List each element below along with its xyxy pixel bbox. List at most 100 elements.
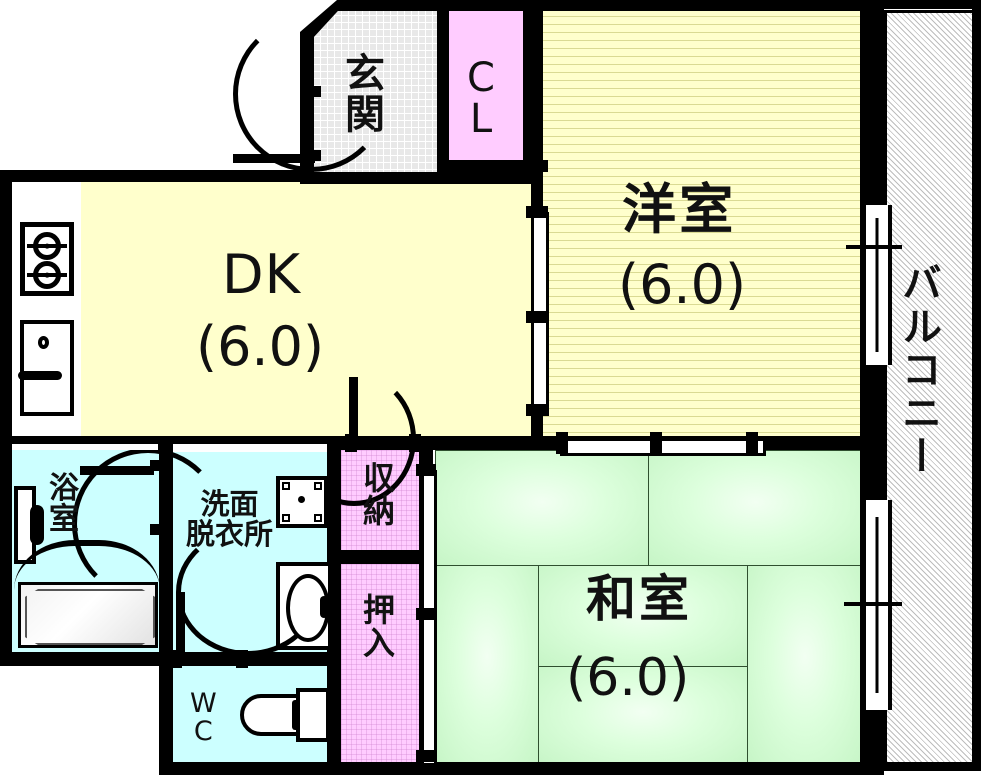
- balcony-door-upper[interactable]: [862, 205, 892, 365]
- wall-bath-bottom: [0, 652, 180, 666]
- wall-balcony-bottom: [868, 762, 981, 771]
- washer-corner: [314, 514, 322, 522]
- fusuma-yoshitsu-washitsu[interactable]: [560, 438, 766, 456]
- fusuma-jamb: [526, 160, 548, 172]
- label-wc: W C: [190, 690, 217, 745]
- tatami-mat: [538, 666, 748, 768]
- label-cl-line2: L: [469, 95, 493, 142]
- wall-balcony-top: [868, 0, 981, 9]
- washer-corner: [282, 482, 290, 490]
- fusuma-jamb: [416, 608, 436, 620]
- fusuma-jamb: [526, 206, 548, 218]
- washing-machine: [276, 476, 328, 528]
- bath-door-jamb: [150, 460, 168, 471]
- label-yoshitsu-area: (6.0): [618, 253, 747, 316]
- entry-door-jamb: [303, 86, 321, 97]
- room-closet-cl: [447, 8, 525, 168]
- entry-door[interactable]: [233, 16, 389, 172]
- fusuma-jamb: [526, 436, 548, 448]
- tatami-mat: [648, 450, 863, 566]
- wall-genkan-cl: [437, 8, 449, 184]
- label-wc-line1: W: [190, 688, 217, 719]
- dk-window-sill: [12, 444, 158, 450]
- bath-door-panel: [80, 466, 154, 475]
- bath-door-jamb: [150, 524, 168, 535]
- bath-shower-arc: [14, 540, 160, 590]
- dk-door-jamb: [345, 434, 357, 452]
- tatami-mat: [538, 565, 748, 667]
- balcony-door-upper-tick: [846, 245, 902, 249]
- room-yoshitsu: [541, 8, 863, 438]
- gas-stove: [20, 222, 74, 296]
- label-oshiire: 押 入: [363, 594, 395, 659]
- entry-door-jamb: [303, 150, 321, 161]
- wall-cl-right: [523, 8, 543, 184]
- label-shuno-line1: 収: [363, 459, 396, 497]
- label-shuno: 収 納: [363, 462, 395, 527]
- wall-top-yoshitsu: [437, 0, 869, 11]
- fusuma-jamb: [556, 432, 568, 454]
- wc-door[interactable]: [176, 528, 320, 656]
- label-genkan-char1: 玄: [345, 51, 385, 97]
- label-washitsu-area: (6.0): [566, 648, 690, 708]
- fusuma-jamb: [526, 311, 548, 323]
- label-washitsu-name: 和室: [586, 570, 692, 628]
- wall-bottom-main: [159, 762, 869, 775]
- bath-door[interactable]: [72, 448, 224, 600]
- label-oshiire-line1: 押: [363, 591, 396, 629]
- label-genkan-stack: 玄 関: [345, 54, 385, 136]
- tatami-mat: [435, 450, 649, 566]
- sink-faucet: [18, 371, 62, 380]
- bathtub-inner: [25, 589, 155, 645]
- vanity-faucet: [320, 596, 328, 618]
- burner-cross: [27, 273, 67, 277]
- tatami-mat: [435, 565, 539, 768]
- label-dk-area: (6.0): [196, 315, 325, 378]
- label-cl-line1: C: [467, 55, 495, 101]
- entry-door-panel: [233, 154, 315, 163]
- wall-bath-senmen: [159, 444, 173, 666]
- wall-left-lower: [0, 436, 12, 664]
- room-washitsu: [435, 450, 863, 768]
- dk-door-panel: [349, 377, 358, 437]
- label-dk-name: DK: [222, 243, 302, 306]
- label-genkan-char2: 関: [345, 91, 385, 138]
- washer-corner: [282, 514, 290, 522]
- washer-drain: [298, 496, 305, 503]
- sink-drain: [38, 336, 49, 349]
- wall-wc-left: [159, 652, 173, 772]
- kitchen-sink: [18, 320, 74, 416]
- wc-door-jamb: [236, 650, 248, 668]
- toilet-tank: [296, 688, 330, 742]
- label-yokushitsu: 浴 室: [49, 473, 79, 535]
- toilet-lid-line: [292, 700, 299, 730]
- senmen-window-sill: [173, 444, 327, 452]
- wall-dk-left: [0, 170, 12, 448]
- label-senmen-datsuijo: 洗面 脱衣所: [186, 487, 274, 551]
- wall-senmen-wc: [165, 652, 341, 666]
- label-shuno-line2: 納: [363, 491, 396, 530]
- wall-senmen-closet: [327, 444, 341, 772]
- wall-cl-bottom: [437, 160, 543, 174]
- washer-corner: [314, 482, 322, 490]
- label-wc-line2: C: [193, 715, 213, 747]
- room-shuno: [341, 450, 421, 554]
- fusuma-jamb: [416, 464, 436, 476]
- wall-entry-top: [337, 0, 441, 11]
- bath-shower-head: [30, 505, 44, 545]
- label-balcony: バルコニー: [895, 262, 941, 478]
- label-oshiire-line2: 入: [363, 623, 396, 662]
- label-senmen-line1: 洗面: [200, 487, 259, 521]
- entry-door-arc: [233, 16, 389, 172]
- room-balcony: [884, 10, 977, 765]
- wc-door-jamb: [170, 650, 182, 668]
- balcony-door-pane: [875, 217, 879, 353]
- tatami-mat: [747, 565, 863, 768]
- dk-door[interactable]: [292, 372, 421, 506]
- label-senmen-line2: 脱衣所: [186, 516, 274, 551]
- balcony-door-lower-tick: [844, 602, 902, 606]
- fusuma-jamb: [416, 750, 436, 762]
- dk-door-jamb: [409, 434, 421, 452]
- room-dk: [11, 181, 533, 437]
- toilet-bowl: [240, 694, 300, 736]
